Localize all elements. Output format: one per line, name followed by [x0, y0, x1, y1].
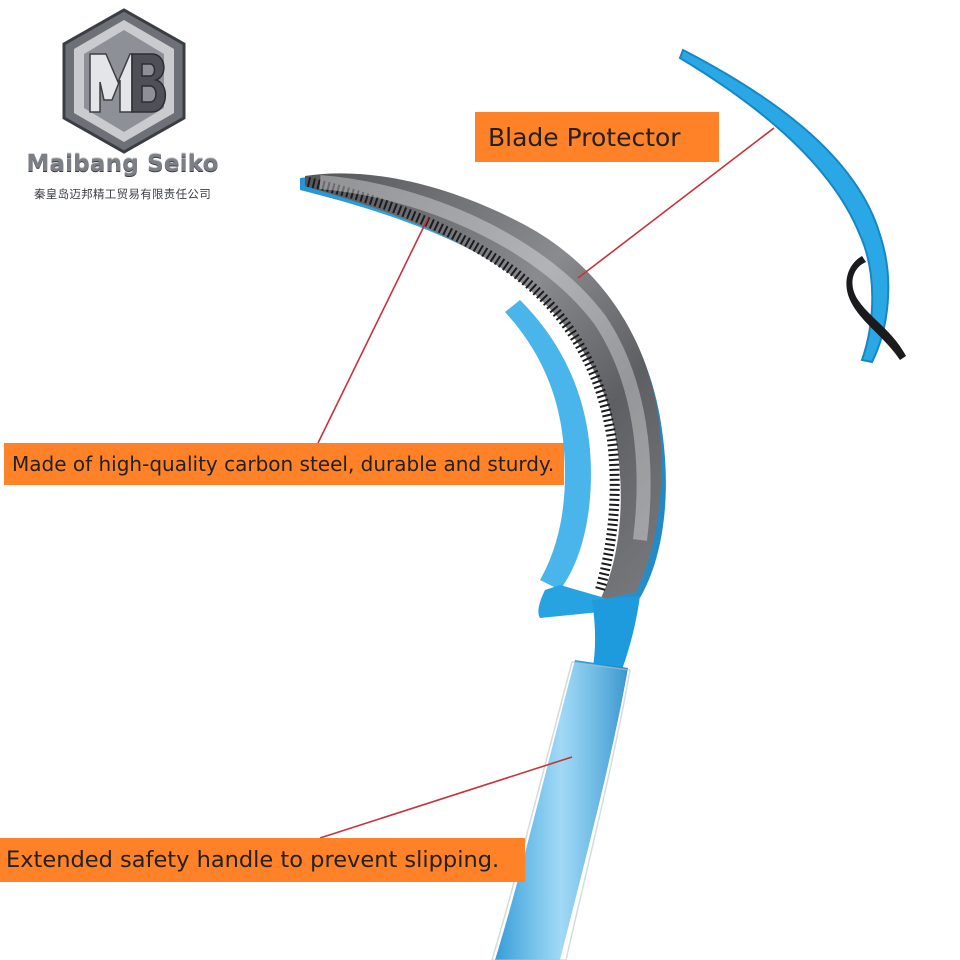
company-name-cn: 秦皇岛迈邦精工贸易有限责任公司	[34, 187, 211, 201]
mb-logo-icon	[62, 8, 186, 154]
blade-protector	[678, 48, 906, 364]
callout-handle: Extended safety handle to prevent slippi…	[0, 838, 525, 882]
leader-line-steel	[317, 217, 429, 444]
callout-material: Made of high-quality carbon steel, durab…	[4, 443, 564, 485]
callout-blade-protector-text: Blade Protector	[488, 122, 681, 152]
callout-handle-text: Extended safety handle to prevent slippi…	[6, 847, 500, 873]
leader-line-handle	[319, 756, 573, 839]
sickle-handle	[491, 596, 640, 960]
callout-blade-protector: Blade Protector	[475, 112, 719, 162]
callout-material-text: Made of high-quality carbon steel, durab…	[12, 452, 555, 476]
brand-logo: Maibang Seiko 秦皇岛迈邦精工贸易有限责任公司	[10, 8, 235, 203]
brand-name: Maibang Seiko	[26, 151, 219, 177]
leader-line-protector	[577, 127, 775, 279]
sickle-blade	[300, 173, 666, 618]
leader-lines	[317, 127, 775, 839]
